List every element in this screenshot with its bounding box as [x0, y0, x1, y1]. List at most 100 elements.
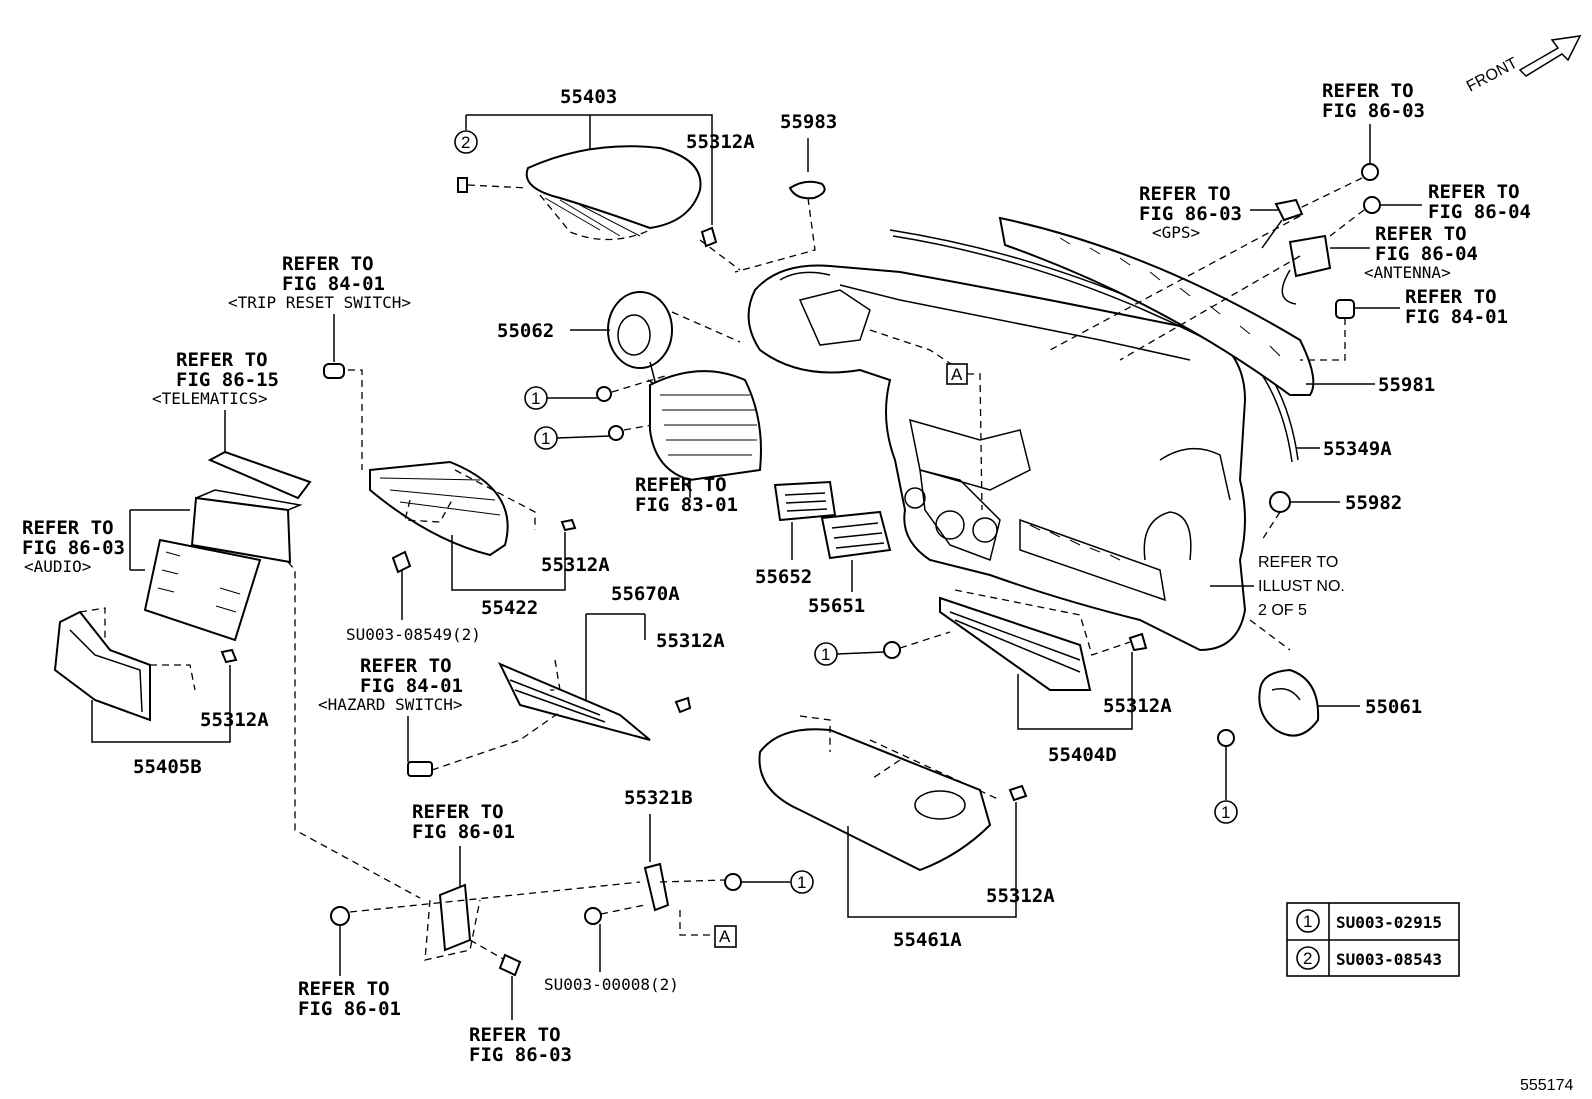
hazard-switch: [407, 761, 433, 777]
svg-text:1: 1: [531, 389, 540, 408]
ref-illust-l2: ILLUST NO.: [1258, 578, 1345, 595]
marker-2-top: 2: [454, 130, 478, 154]
panel-55670A: [497, 659, 651, 741]
label-55404D: 55404D: [1048, 744, 1117, 766]
ref-ant-l1: REFER TO: [1375, 223, 1467, 245]
panel-55422: [369, 460, 536, 557]
legend-key-1: 1: [1303, 912, 1312, 931]
ref-tele-l1: REFER TO: [176, 349, 268, 371]
ref-8603-bot-l1: REFER TO: [469, 1024, 561, 1046]
ref-trip-l2: FIG 84-01: [282, 273, 385, 295]
label-55321B: 55321B: [624, 787, 693, 809]
ref-trip-l3: <TRIP RESET SWITCH>: [228, 293, 411, 312]
ref-gps-l3: <GPS>: [1152, 223, 1200, 242]
label-55312A-top: 55312A: [686, 131, 755, 153]
svg-text:1: 1: [1221, 803, 1230, 822]
glovebox-55461A: [758, 715, 1001, 872]
svg-text:A: A: [951, 365, 963, 384]
ref-8601-bot-l2: FIG 86-01: [298, 998, 401, 1020]
label-su-00008: SU003-00008(2): [544, 975, 679, 994]
label-55312A-670: 55312A: [656, 630, 725, 652]
label-55403: 55403: [560, 86, 617, 108]
legend-key-2: 2: [1303, 949, 1312, 968]
box-A-lower: A: [714, 925, 737, 948]
svg-text:A: A: [719, 927, 731, 946]
part-55982: [1269, 491, 1291, 513]
ref-ant-l3: <ANTENNA>: [1364, 263, 1451, 282]
label-55651: 55651: [808, 595, 865, 617]
ref-audio-l1: REFER TO: [22, 517, 114, 539]
defroster-panel-55981: [998, 216, 1315, 396]
ref-8603-tr-l2: FIG 86-03: [1322, 100, 1425, 122]
svg-text:1: 1: [821, 645, 830, 664]
label-55312A-461: 55312A: [986, 885, 1055, 907]
ref-hazard-l1: REFER TO: [360, 655, 452, 677]
marker-1-screw-e: 1: [724, 870, 814, 894]
svg-text:1: 1: [541, 429, 550, 448]
ref-audio-l2: FIG 86-03: [22, 537, 125, 559]
bezel-55405B: [53, 607, 196, 722]
label-55405B: 55405B: [133, 756, 202, 778]
screw-su-00008: [584, 907, 602, 925]
label-55312A-405: 55312A: [200, 709, 269, 731]
screw-8603: [498, 953, 522, 977]
screw-tr-8603: [1361, 163, 1379, 181]
front-label: FRONT: [1464, 55, 1521, 96]
screw-tr-8604: [1363, 196, 1381, 214]
marker-1-screw-d: 1: [1214, 729, 1238, 824]
ref-8603-bot-l2: FIG 86-03: [469, 1044, 572, 1066]
ref-8601-bot-l1: REFER TO: [298, 978, 390, 1000]
telematics-unit: [207, 450, 312, 500]
label-55061: 55061: [1365, 696, 1422, 718]
part-55983: [788, 180, 826, 200]
ref-8604-tr-l1: REFER TO: [1428, 181, 1520, 203]
label-55983: 55983: [780, 111, 837, 133]
vent-55651: [820, 510, 892, 560]
ref-tele-l2: FIG 86-15: [176, 369, 279, 391]
ref-tele-l3: <TELEMATICS>: [152, 389, 268, 408]
label-55062: 55062: [497, 320, 554, 342]
gps-unit: [1274, 198, 1304, 222]
label-55981: 55981: [1378, 374, 1435, 396]
ref-8301-l1: REFER TO: [635, 474, 727, 496]
upper-cover-55403: [457, 145, 718, 248]
vent-55652: [773, 480, 837, 522]
figure-id: 555174: [1520, 1077, 1573, 1094]
bracket-55321B: [643, 862, 670, 912]
meter-cluster: [649, 370, 762, 482]
svg-text:1: 1: [797, 873, 806, 892]
ref-illust-l1: REFER TO: [1258, 554, 1338, 571]
label-55312A-404: 55312A: [1103, 695, 1172, 717]
speaker-55061: [1258, 668, 1320, 737]
marker-1-screw-c: 1: [814, 631, 951, 666]
label-55349A: 55349A: [1323, 438, 1392, 460]
ref-illust-l3: 2 OF 5: [1258, 602, 1307, 619]
svg-text:2: 2: [461, 133, 470, 152]
ref-8601-top-l2: FIG 86-01: [412, 821, 515, 843]
screw-8601: [330, 906, 350, 926]
ref-8603-tr-l1: REFER TO: [1322, 80, 1414, 102]
ref-8401-r-l2: FIG 84-01: [1405, 306, 1508, 328]
label-55652: 55652: [755, 566, 812, 588]
label-55312A-422: 55312A: [541, 554, 610, 576]
ref-8604-tr-l2: FIG 86-04: [1428, 201, 1531, 223]
ref-8301-l2: FIG 83-01: [635, 494, 738, 516]
trip-switch: [323, 363, 345, 379]
ref-trip-l1: REFER TO: [282, 253, 374, 275]
label-su-08549: SU003-08549(2): [346, 625, 481, 644]
legend-table: 1 SU003-02915 2 SU003-08543: [1286, 902, 1460, 977]
label-55422: 55422: [481, 597, 538, 619]
ref-gps-l2: FIG 86-03: [1139, 203, 1242, 225]
ref-8601-top-l1: REFER TO: [412, 801, 504, 823]
legend-value-2: SU003-08543: [1336, 950, 1442, 969]
antenna-unit: [1288, 234, 1332, 278]
panel-55404D: [939, 589, 1131, 691]
front-arrow: FRONT: [1464, 35, 1582, 96]
ref-hazard-l3: <HAZARD SWITCH>: [318, 695, 463, 714]
ref-hazard-l2: FIG 84-01: [360, 675, 463, 697]
marker-1-screw-a: 1: [524, 386, 612, 410]
ref-8401-r-l1: REFER TO: [1405, 286, 1497, 308]
label-55670A: 55670A: [611, 583, 680, 605]
speaker-55062: [607, 291, 673, 387]
legend-value-1: SU003-02915: [1336, 913, 1442, 932]
